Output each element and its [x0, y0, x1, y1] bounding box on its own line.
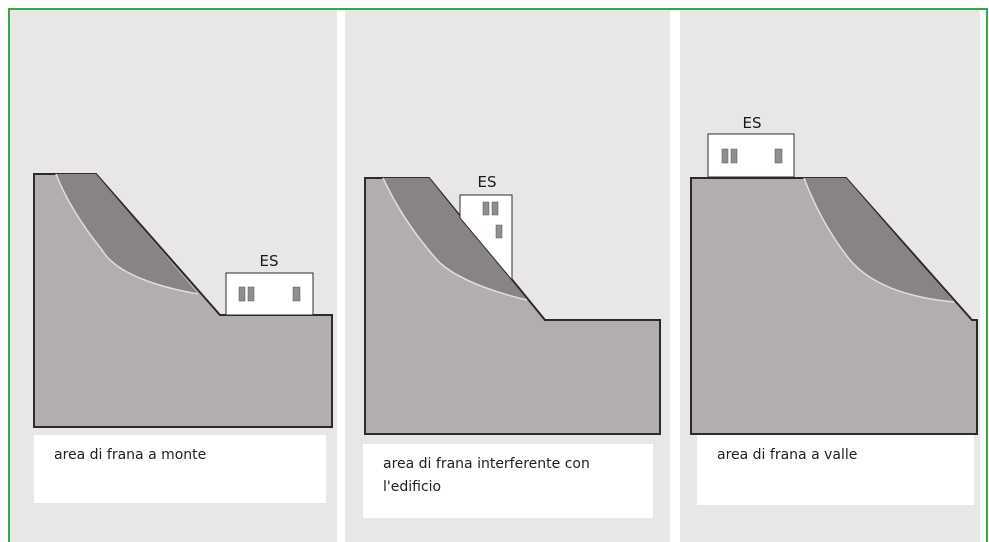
panel-landslide-downslope: ES area di frana a valle	[680, 10, 980, 542]
building-label: ES	[260, 252, 279, 270]
building-es	[459, 194, 513, 282]
window	[730, 148, 738, 164]
slip-surface	[55, 173, 199, 295]
building-label: ES	[478, 173, 497, 191]
slope-diagram-3: ES	[690, 114, 978, 435]
window	[495, 224, 503, 239]
window	[721, 148, 729, 164]
panel-landslide-interfering: ES area di frana interferente con l'edif…	[345, 10, 670, 542]
window	[238, 286, 246, 302]
window	[292, 286, 301, 302]
slip-surface	[382, 177, 528, 301]
slope-diagram-1: ES	[33, 173, 333, 428]
landslide-area	[804, 178, 954, 302]
caption: area di frana interferente con l'edifici…	[363, 444, 653, 518]
window	[774, 148, 783, 164]
building-es	[707, 133, 795, 178]
slope-diagram-2: ES	[364, 173, 661, 435]
window	[491, 201, 499, 216]
panel-landslide-upslope: ES area di frana a monte	[10, 10, 337, 542]
window	[482, 201, 490, 216]
landslide-area	[56, 174, 198, 294]
caption: area di frana a monte	[34, 435, 326, 503]
landslide-area	[383, 178, 527, 300]
building-label: ES	[743, 114, 762, 132]
caption: area di frana a valle	[697, 435, 974, 505]
window	[247, 286, 255, 302]
green-frame	[8, 8, 988, 542]
building-es	[225, 272, 314, 316]
slip-surface	[803, 177, 955, 303]
